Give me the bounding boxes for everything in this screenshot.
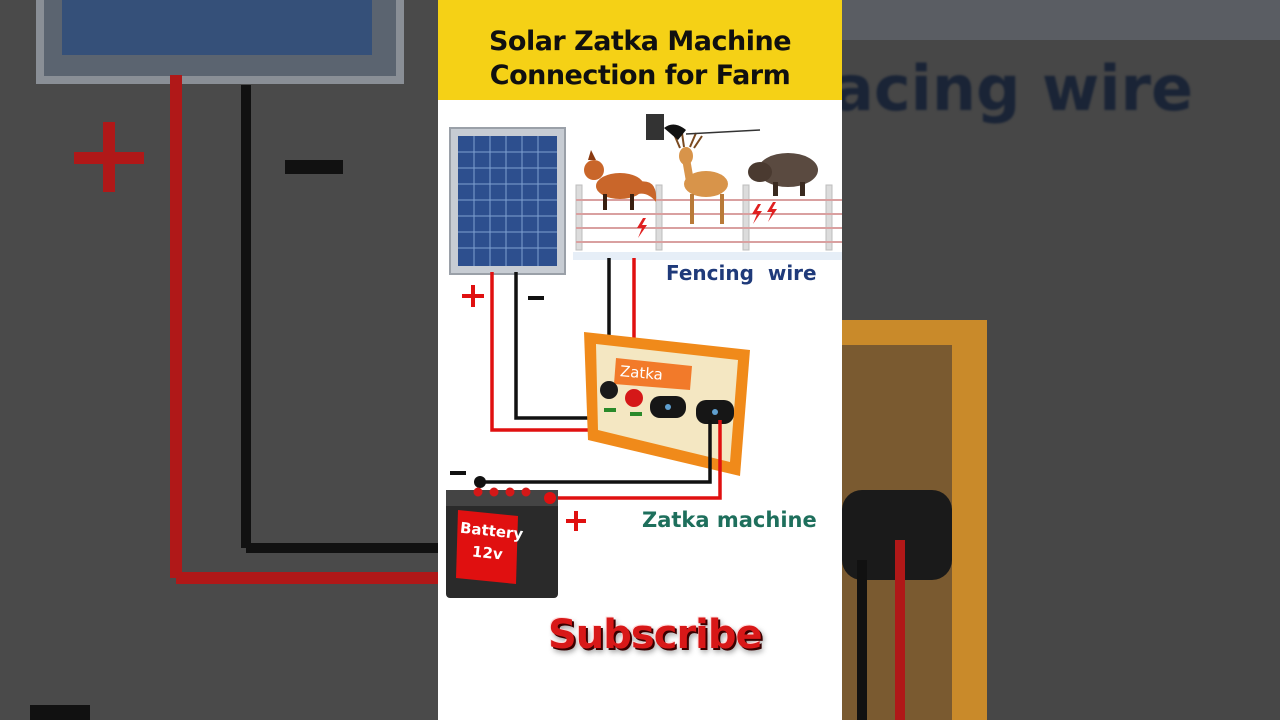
background-zatka-closeup	[842, 0, 1280, 720]
minus-sign	[528, 296, 544, 300]
video-frame: Solar Zatka Machine Connection for Farm	[438, 0, 842, 720]
title-line-1: Solar Zatka Machine	[488, 26, 792, 57]
zatka-box-text: Zatka	[619, 362, 664, 384]
zatka-machine-label: Zatka machine	[642, 508, 817, 532]
energizer-device-icon	[646, 114, 664, 140]
subscribe-text: Subscribe	[548, 612, 763, 658]
deer-icon	[673, 132, 728, 224]
battery-positive-wire	[550, 420, 722, 500]
background-fencing-text: acing wire	[842, 52, 1194, 125]
blurred-background-left	[0, 0, 438, 720]
fox-icon	[584, 150, 657, 210]
blurred-background-right: acing wire	[842, 0, 1280, 720]
solar-panel-icon	[449, 127, 566, 275]
fencing-wire-label: Fencing wire	[666, 261, 817, 285]
title-banner	[438, 0, 842, 100]
electric-fence-icon	[573, 114, 842, 260]
battery-voltage-label: 12v	[471, 542, 504, 564]
title-line-2: Connection for Farm	[489, 60, 791, 91]
battery-negative-wire	[480, 420, 712, 484]
boar-icon	[748, 153, 818, 196]
battery-icon	[446, 476, 558, 598]
zatka-machine-icon	[584, 332, 750, 476]
wiring-diagram	[446, 114, 842, 598]
battery-minus-sign	[450, 471, 466, 475]
background-wiring-diagram	[30, 0, 438, 720]
